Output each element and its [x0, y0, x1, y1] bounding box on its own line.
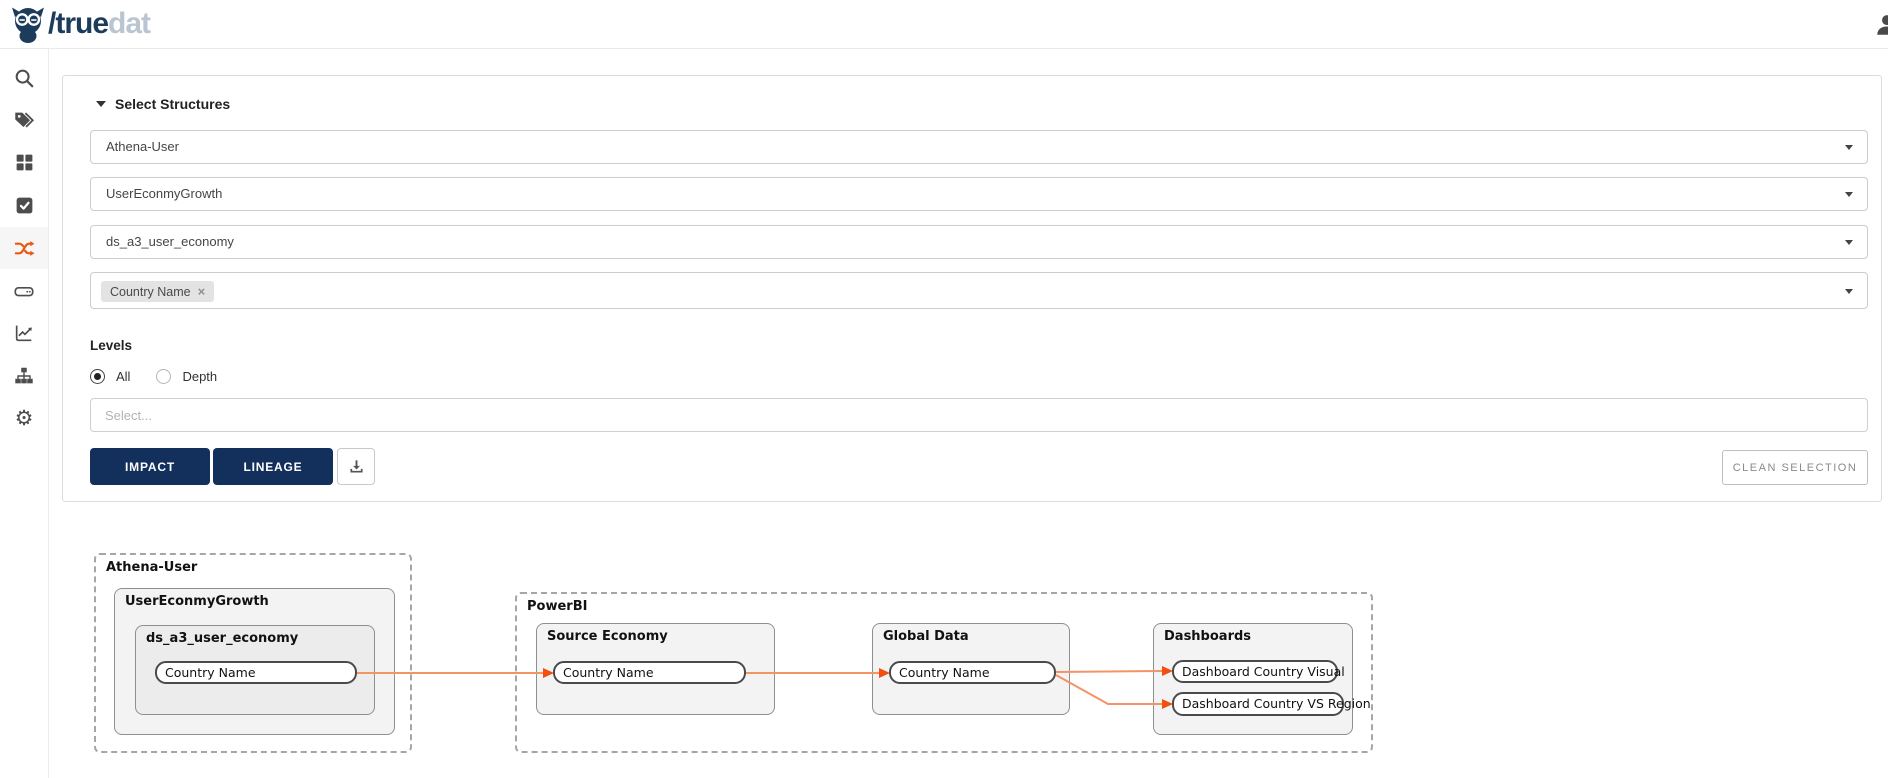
graph-node-dashboard-country-visual[interactable]: Dashboard Country Visual [1172, 660, 1345, 683]
tag-icon [15, 112, 35, 128]
group-select-value: UserEconmyGrowth [106, 186, 223, 201]
collapse-caret-icon [96, 101, 106, 107]
shuffle-icon [14, 240, 34, 256]
structure-select[interactable]: ds_a3_user_economy [90, 225, 1868, 259]
user-icon [1877, 15, 1888, 35]
section-title: Select Structures [115, 96, 231, 112]
graph-box-label: Global Data [883, 629, 969, 644]
sidebar-item-lineage[interactable] [0, 227, 48, 269]
sidebar-item-structures[interactable] [0, 355, 48, 397]
graph-group-athena-user: Athena-User [94, 553, 412, 753]
graph-group-label: PowerBI [527, 599, 588, 614]
brand-text: /truedat [48, 4, 151, 44]
chip-remove-icon[interactable]: × [197, 284, 206, 299]
left-sidebar: ⚙ [0, 48, 49, 778]
field-multiselect[interactable]: Country Name × [90, 272, 1868, 309]
chart-icon [15, 325, 32, 342]
lineage-button[interactable]: LINEAGE [213, 448, 333, 485]
owl-icon [12, 7, 44, 43]
graph-group-label: Athena-User [106, 560, 198, 575]
depth-select-input[interactable] [90, 398, 1868, 432]
system-select[interactable]: Athena-User [90, 130, 1868, 164]
radio-depth-label: Depth [182, 369, 218, 384]
download-icon [349, 460, 363, 473]
check-square-icon [16, 197, 32, 213]
graph-box-label: UserEconmyGrowth [125, 594, 269, 609]
download-button[interactable] [337, 448, 375, 485]
sidebar-item-concepts[interactable] [0, 141, 48, 183]
search-icon [15, 69, 34, 88]
system-select-value: Athena-User [106, 139, 179, 154]
graph-box-label: Source Economy [547, 629, 668, 644]
chevron-down-icon [1845, 289, 1853, 294]
gear-icon: ⚙ [14, 405, 34, 430]
top-header: /truedat [0, 0, 1888, 49]
brand-secondary: dat [108, 7, 151, 40]
structure-select-value: ds_a3_user_economy [106, 234, 234, 249]
sidebar-item-tags[interactable] [0, 99, 48, 141]
impact-button[interactable]: IMPACT [90, 448, 210, 485]
graph-node-country-name-global[interactable]: Country Name [889, 661, 1056, 684]
graph-box-label: Dashboards [1164, 629, 1252, 644]
sidebar-item-rules[interactable] [0, 184, 48, 226]
group-select[interactable]: UserEconmyGrowth [90, 177, 1868, 211]
clean-selection-button[interactable]: CLEAN SELECTION [1722, 450, 1868, 485]
graph-node-country-name-source[interactable]: Country Name [155, 661, 357, 684]
select-structures-toggle[interactable]: Select Structures [96, 96, 230, 112]
levels-radio-group: All Depth [90, 369, 243, 384]
brand-primary: /true [48, 7, 109, 40]
sidebar-item-search[interactable] [0, 57, 48, 99]
drive-icon [14, 286, 34, 297]
sitemap-icon [15, 367, 33, 384]
chevron-down-icon [1845, 192, 1853, 197]
field-chip: Country Name × [101, 281, 215, 302]
grid-icon [16, 154, 32, 170]
sidebar-item-settings[interactable]: ⚙ [0, 397, 48, 439]
field-chip-label: Country Name [110, 284, 191, 299]
user-menu[interactable] [1874, 12, 1888, 38]
graph-box-label: ds_a3_user_economy [146, 631, 299, 646]
chevron-down-icon [1845, 240, 1853, 245]
radio-all-label: All [116, 369, 131, 384]
levels-label: Levels [90, 338, 133, 353]
truedat-logo[interactable]: /truedat [8, 4, 151, 44]
sidebar-item-sources[interactable] [0, 270, 48, 312]
graph-node-dashboard-country-vs-region[interactable]: Dashboard Country VS Region [1172, 692, 1371, 716]
graph-node-country-name-economy[interactable]: Country Name [553, 661, 746, 684]
sidebar-item-dashboards[interactable] [0, 312, 48, 354]
radio-all[interactable] [90, 369, 105, 384]
chevron-down-icon [1845, 145, 1853, 150]
radio-depth[interactable] [156, 369, 172, 384]
